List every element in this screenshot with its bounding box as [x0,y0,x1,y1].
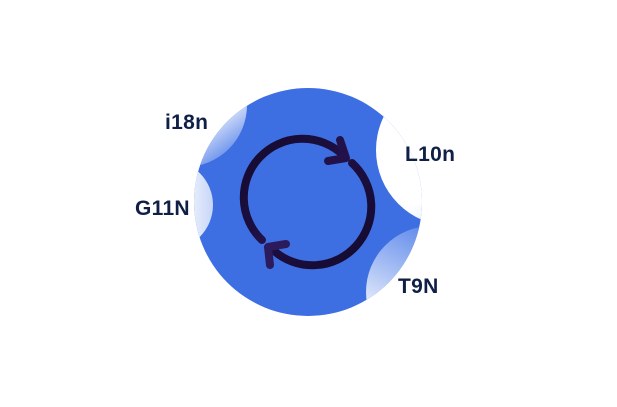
cutout-t9n [366,226,422,316]
arrow-arc-lower [269,159,376,270]
arrowhead-upper [324,136,350,165]
label-t9n: T9N [398,275,439,298]
label-g11n: G11N [135,197,190,220]
main-blue-circle [194,88,422,316]
cutout-i18n [194,88,247,167]
arrow-arc-upper [239,134,347,244]
arrowhead-lower [264,240,290,269]
label-i18n: i18n [165,111,209,134]
sync-arrows-icon [239,134,376,270]
label-l10n: L10n [405,143,456,166]
